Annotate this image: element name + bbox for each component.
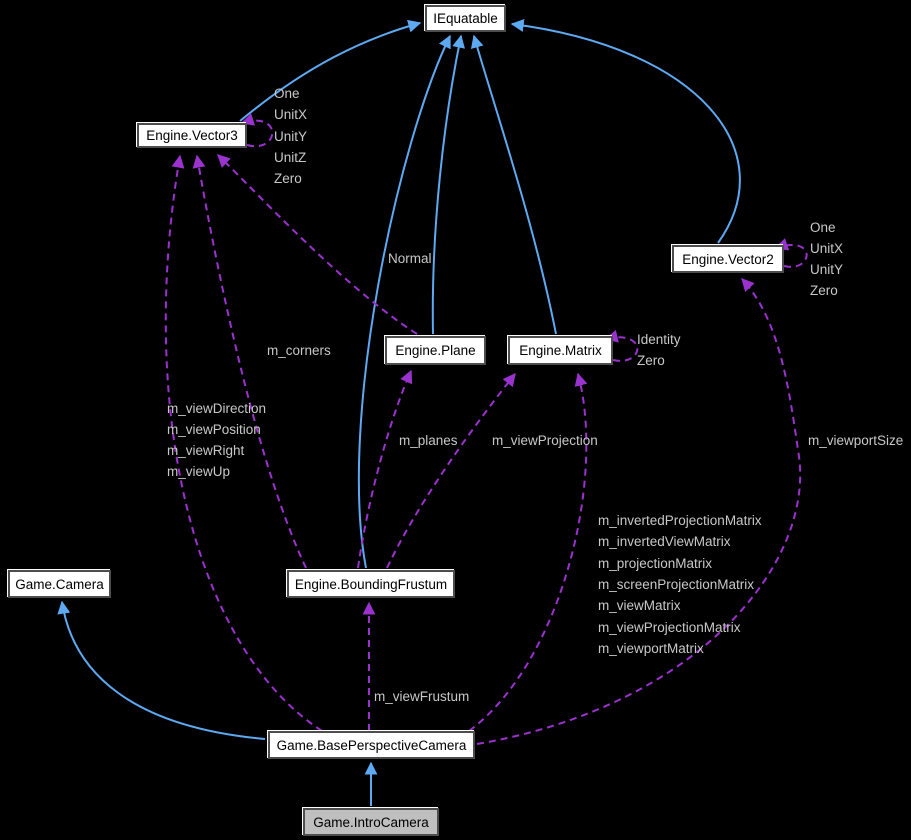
edge-boundingfrustum-matrix-viewprojection [386,372,516,569]
edge-label-m-screenprojectionmatrix: m_screenProjectionMatrix [598,577,755,592]
node-engine-plane[interactable]: Engine.Plane [385,336,486,365]
edge-label-m-projectionmatrix: m_projectionMatrix [598,556,713,571]
edge-boundingfrustum-iequatable [357,34,451,569]
edge-baseperspectivecamera-matrix-matrices [468,372,588,732]
edge-label-m-viewright: m_viewRight [167,443,245,458]
node-iequatable[interactable]: IEquatable [425,5,506,32]
node-engine-vector3[interactable]: Engine.Vector3 [137,123,247,148]
edge-label-vector3-unitz: UnitZ [274,150,307,165]
edge-vector2-selfloop [774,238,808,268]
node-game-baseperspectivecamera[interactable]: Game.BasePerspectiveCamera [268,731,475,759]
edge-boundingfrustum-plane-planes [357,369,413,569]
edge-label-m-corners: m_corners [267,343,331,358]
edge-label-m-invertedprojectionmatrix: m_invertedProjectionMatrix [598,513,762,528]
edge-plane-vector3-normal [217,154,418,335]
edge-label-m-viewprojection: m_viewProjection [492,433,598,448]
edge-label-vector2-unitx: UnitX [810,241,844,256]
edge-baseperspectivecamera-vector3-view [164,154,323,732]
edge-label-m-viewdirection: m_viewDirection [167,401,267,416]
node-engine-boundingfrustum[interactable]: Engine.BoundingFrustum [287,570,455,598]
edge-label-m-viewposition: m_viewPosition [167,422,261,437]
edge-matrix-selfloop [604,329,639,362]
edge-plane-iequatable [431,34,465,335]
edge-vector2-iequatable [510,19,741,244]
edge-label-m-viewprojectionmatrix: m_viewProjectionMatrix [598,620,741,635]
edge-baseperspectivecamera-vector2-viewportsize [476,278,802,745]
edge-label-m-viewup: m_viewUp [167,464,231,479]
edge-label-m-invertedviewmatrix: m_invertedViewMatrix [598,534,731,549]
edge-label-m-planes: m_planes [399,433,458,448]
edge-label-matrix-identity: Identity [637,332,681,347]
edge-label-vector2-one: One [810,220,836,235]
node-engine-vector2[interactable]: Engine.Vector2 [672,245,784,273]
edge-label-vector3-zero: Zero [274,171,302,186]
edge-label-m-viewmatrix: m_viewMatrix [598,598,681,613]
edge-label-vector2-unity: UnitY [810,262,844,277]
node-game-introcamera[interactable]: Game.IntroCamera [303,808,439,836]
edge-label-vector3-unitx: UnitX [274,107,308,122]
edge-label-m-viewportmatrix: m_viewportMatrix [598,641,704,656]
node-game-camera[interactable]: Game.Camera [8,570,111,598]
edge-matrix-iequatable [470,34,557,335]
edge-label-vector3-unity: UnitY [274,129,308,144]
edge-boundingfrustum-vector3-corners [192,154,307,569]
edge-label-m-viewfrustum: m_viewFrustum [374,689,470,704]
edge-baseperspectivecamera-camera [57,600,266,740]
node-engine-matrix[interactable]: Engine.Matrix [508,336,613,365]
edge-label-vector3-one: One [274,86,300,101]
edge-label-matrix-zero: Zero [637,353,665,368]
edge-vector3-iequatable [239,19,422,122]
edge-label-vector2-zero: Zero [810,283,838,298]
edge-label-m-viewportsize: m_viewportSize [808,433,904,448]
edge-label-normal: Normal [388,251,432,266]
